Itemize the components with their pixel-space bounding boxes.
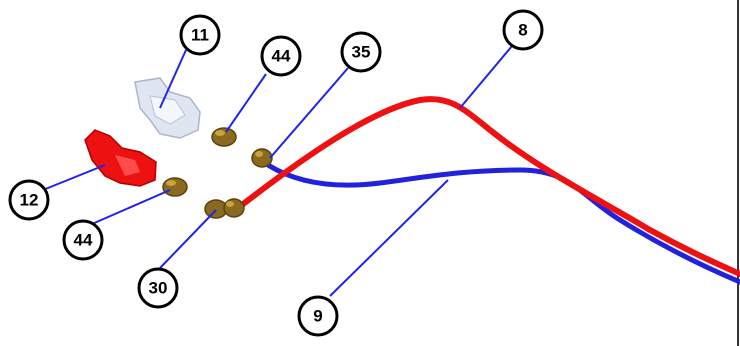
part-11-white-fitting [134, 77, 201, 139]
part-12-red-fitting [84, 129, 157, 187]
svg-text:35: 35 [352, 43, 371, 62]
leader-44b [91, 189, 171, 225]
svg-text:44: 44 [272, 47, 291, 66]
leader-35 [269, 67, 349, 159]
red-hose [235, 96, 740, 277]
leader-8 [459, 45, 513, 109]
leader-11 [159, 49, 187, 109]
leader-12 [37, 164, 106, 193]
callout-12: 12 [8, 179, 50, 221]
callout-35: 35 [340, 31, 382, 73]
svg-text:44: 44 [74, 231, 93, 250]
svg-text:12: 12 [20, 191, 39, 210]
callout-8: 8 [502, 9, 544, 51]
leader-30 [159, 209, 217, 269]
part-44-lower-fitting [162, 177, 188, 197]
leader-44a [225, 73, 267, 133]
svg-text:11: 11 [191, 26, 209, 45]
leader-9 [329, 179, 449, 297]
part-35-fitting [251, 148, 273, 168]
part-44-upper-fitting [211, 127, 237, 147]
callout-44-upper: 44 [260, 35, 302, 77]
svg-text:30: 30 [149, 279, 168, 298]
part-30-fitting [204, 198, 245, 219]
callout-11: 11 [179, 14, 221, 56]
svg-text:9: 9 [313, 307, 322, 326]
callout-44-lower: 44 [62, 219, 104, 261]
svg-text:8: 8 [518, 21, 527, 40]
callout-9: 9 [297, 295, 339, 337]
callout-30: 30 [137, 267, 179, 309]
blue-hose [265, 162, 740, 285]
